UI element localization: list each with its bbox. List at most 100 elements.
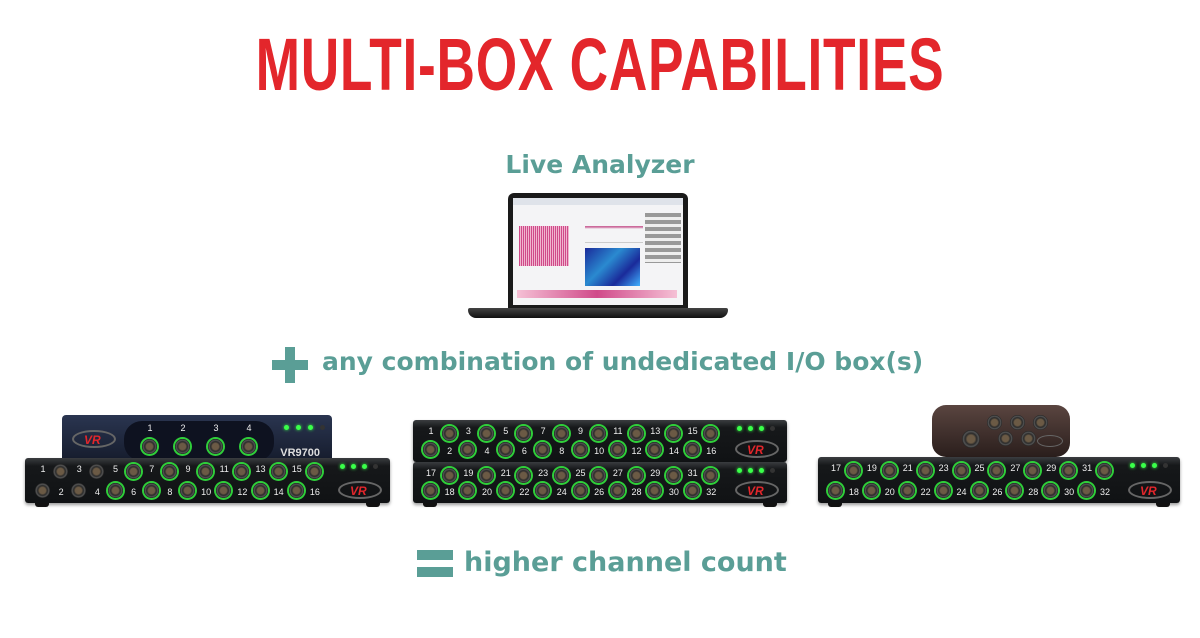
- bnc-connector: [572, 442, 588, 457]
- channel-label: 2: [58, 487, 64, 497]
- bnc-connector: [175, 439, 190, 454]
- bnc-connector: [270, 464, 286, 479]
- channel-label: 4: [484, 446, 490, 456]
- bnc-connector: [497, 483, 513, 498]
- channel-label: 23: [538, 468, 549, 478]
- channel-label: 31: [687, 468, 698, 478]
- bnc-connector: [1079, 483, 1095, 498]
- channel-label: 7: [540, 426, 546, 436]
- bnc-connector: [684, 442, 700, 457]
- bnc-connector: [647, 442, 663, 457]
- model-label: VR9700: [280, 447, 320, 459]
- channel-label: 23: [938, 463, 949, 473]
- vr-logo: VR: [735, 440, 779, 458]
- channel-label: 32: [706, 487, 717, 497]
- channel-label: 32: [1100, 487, 1111, 497]
- bnc-connector: [917, 463, 933, 478]
- channel-label: 3: [465, 426, 471, 436]
- box-foot: [423, 503, 437, 507]
- channel-label: 1: [40, 464, 46, 474]
- channel-label: 17: [425, 468, 436, 478]
- bnc-connector: [881, 463, 897, 478]
- channel-label: 4: [246, 423, 252, 433]
- bnc-connector: [665, 426, 681, 441]
- channel-label: 15: [687, 426, 698, 436]
- channel-label: 1: [428, 426, 434, 436]
- bnc-connector: [252, 483, 268, 498]
- bnc-connector: [35, 483, 50, 498]
- channel-label: 5: [503, 426, 509, 436]
- status-led: [340, 464, 345, 469]
- channel-label: 27: [1010, 463, 1021, 473]
- channel-label: 17: [830, 463, 841, 473]
- bnc-connector: [553, 468, 569, 483]
- channel-label: 8: [559, 446, 565, 456]
- channel-label: 27: [612, 468, 623, 478]
- bnc-connector: [198, 464, 214, 479]
- bnc-connector: [53, 464, 69, 479]
- analyzer-screen: [513, 198, 683, 305]
- channel-label: 9: [185, 464, 191, 474]
- status-led: [759, 426, 764, 431]
- plus-text: any combination of undedicated I/O box(s…: [322, 347, 924, 376]
- channel-label: 20: [482, 487, 493, 497]
- bnc-connector: [441, 468, 457, 483]
- status-led: [1141, 463, 1146, 468]
- channel-label: 28: [631, 487, 642, 497]
- channel-label: 3: [213, 423, 219, 433]
- channel-label: 22: [519, 487, 530, 497]
- bnc-connector: [703, 426, 719, 441]
- bnc-connector: [535, 483, 551, 498]
- software-label: Live Analyzer: [505, 150, 695, 179]
- channel-label: 24: [956, 487, 967, 497]
- bnc-connector: [423, 442, 438, 457]
- channel-label: 9: [577, 426, 583, 436]
- equals-icon: [417, 550, 453, 578]
- status-led: [770, 468, 775, 473]
- channel-label: 13: [650, 426, 661, 436]
- channel-label: 8: [167, 487, 173, 497]
- bnc-connector: [306, 464, 322, 479]
- bnc-connector: [828, 483, 843, 498]
- channel-label: 26: [594, 487, 605, 497]
- status-led: [737, 468, 742, 473]
- bnc-connector: [935, 483, 951, 498]
- channel-label: 16: [706, 446, 717, 456]
- bnc-connector: [89, 464, 105, 479]
- bnc-connector: [845, 463, 861, 478]
- channel-label: 21: [500, 468, 511, 478]
- channel-label: 14: [668, 446, 679, 456]
- channel-label: 2: [447, 446, 453, 456]
- bnc-connector: [107, 483, 123, 498]
- bnc-connector: [516, 426, 532, 441]
- bnc-connector: [161, 464, 177, 479]
- bnc-connector: [216, 483, 232, 498]
- bnc-connector: [1097, 463, 1113, 478]
- bnc-connector: [479, 468, 495, 483]
- channel-label: 25: [575, 468, 586, 478]
- bnc-connector: [479, 426, 495, 441]
- channel-label: 22: [920, 487, 931, 497]
- channel-label: 26: [992, 487, 1003, 497]
- bnc-connector: [1025, 463, 1041, 478]
- channel-label: 19: [866, 463, 877, 473]
- vr-logo: VR: [338, 481, 382, 499]
- channel-label: 15: [291, 464, 302, 474]
- channel-label: 24: [556, 487, 567, 497]
- bnc-connector: [516, 468, 532, 483]
- bnc-connector: [647, 483, 663, 498]
- bnc-connector: [863, 483, 879, 498]
- bnc-connector: [441, 426, 457, 441]
- channel-label: 30: [668, 487, 679, 497]
- status-led: [770, 426, 775, 431]
- channel-label: 20: [884, 487, 895, 497]
- box-foot: [1156, 503, 1170, 507]
- vr-logo: VR: [1128, 481, 1172, 499]
- bnc-connector: [234, 464, 250, 479]
- bnc-connector: [1007, 483, 1023, 498]
- bnc-connector: [125, 464, 141, 479]
- status-led: [748, 426, 753, 431]
- channel-label: 10: [201, 487, 212, 497]
